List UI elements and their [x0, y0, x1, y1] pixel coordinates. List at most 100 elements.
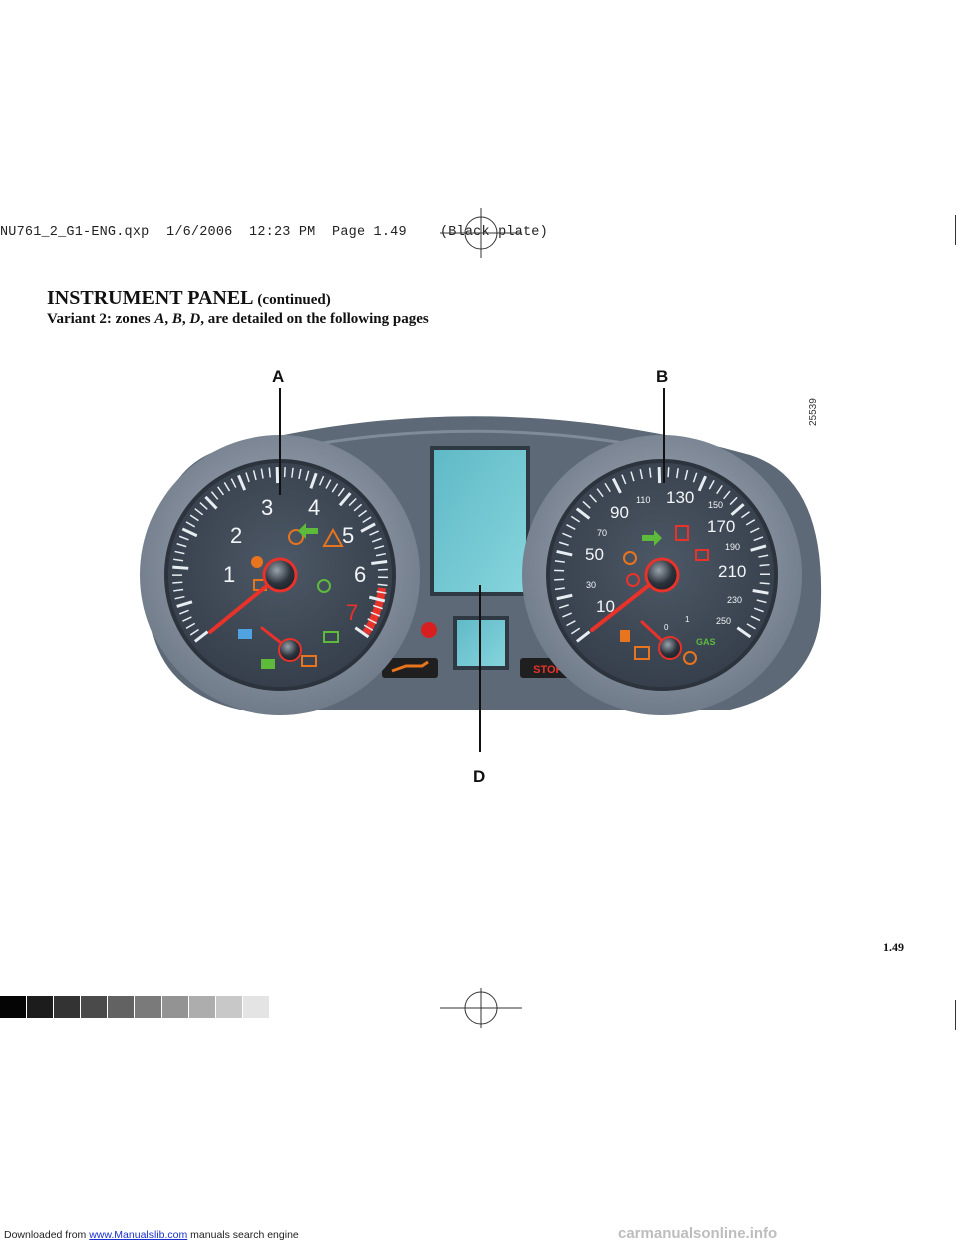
speed-50: 50: [585, 545, 604, 564]
speed-230: 230: [727, 595, 742, 605]
redline-zone: [362, 587, 386, 636]
speed-10: 10: [596, 597, 615, 616]
dial-tick: [368, 595, 386, 603]
speed-170: 170: [707, 517, 735, 536]
tach-number-6: 6: [354, 562, 366, 587]
dial-tick: [741, 511, 750, 519]
figure-reference-number: 25539: [808, 398, 819, 426]
dial-tick: [298, 468, 302, 479]
dial-tick: [692, 472, 698, 483]
dial-tick: [630, 471, 635, 482]
download-footer: Downloaded from www.Manualslib.com manua…: [4, 1229, 299, 1241]
dial-tick: [260, 468, 264, 479]
dial-tick: [182, 616, 192, 622]
dial-tick: [697, 475, 707, 492]
speed-150: 150: [708, 500, 723, 510]
dial-tick: [372, 604, 383, 610]
swatch: [108, 996, 134, 1018]
dial-tick: [217, 486, 225, 496]
callout-d: D: [473, 767, 485, 786]
dial-tick: [367, 618, 377, 624]
dial-tick: [562, 612, 572, 618]
dial-tick: [745, 519, 756, 526]
swatch: [135, 996, 161, 1018]
dial-tick: [194, 508, 204, 516]
dial-tick: [173, 588, 184, 592]
dial-tick: [369, 530, 379, 536]
dial-tick: [566, 524, 576, 530]
dipped-beam-icon: [261, 659, 275, 669]
fuel-mark-full: 1: [685, 615, 690, 624]
dial-tick: [176, 543, 187, 548]
dial-tick: [173, 558, 184, 562]
dial-tick: [611, 477, 622, 494]
dial-tick: [338, 492, 352, 507]
dial-tick: [362, 516, 372, 524]
dial-tick: [753, 536, 764, 542]
dial-tick: [185, 622, 196, 629]
dial-tick: [325, 479, 332, 489]
dial-tick: [554, 560, 565, 563]
tach-number-2: 2: [230, 523, 242, 548]
main-beam-icon: [238, 629, 252, 639]
dial-tick: [558, 541, 569, 546]
dial-tick: [736, 626, 752, 639]
dial-tick: [566, 620, 576, 627]
dial-tick: [230, 478, 237, 488]
front-fog-icon: [323, 631, 339, 643]
dial-tick: [181, 527, 198, 538]
dial-tick: [575, 507, 591, 520]
fuel-mark-empty: 0: [664, 623, 669, 632]
dial-tick: [353, 503, 363, 512]
dial-tick: [575, 630, 591, 643]
dial-tick: [331, 483, 339, 493]
manualslib-link[interactable]: www.Manualslib.com: [89, 1229, 188, 1241]
temp-hub: [278, 638, 302, 662]
speed-210: 210: [718, 562, 746, 581]
dial-tick: [178, 535, 189, 541]
dial-tick: [570, 627, 581, 635]
swatch: [27, 996, 53, 1018]
tachometer: 1 2 3 4 5 6 7: [140, 435, 420, 715]
tach-number-7: 7: [346, 600, 358, 625]
preheating-icon: [623, 551, 637, 565]
dial-tick: [174, 595, 185, 600]
dial-tick: [358, 509, 368, 518]
dial-tick: [305, 470, 310, 481]
speed-130: 130: [666, 488, 694, 507]
speed-190: 190: [725, 542, 740, 552]
dial-tick: [309, 472, 318, 489]
dial-tick: [210, 491, 219, 500]
dial-tick: [245, 472, 250, 483]
dial-tick: [268, 467, 271, 478]
dial-tick: [376, 590, 387, 594]
warning-light-red: [421, 622, 437, 638]
swatch: [54, 996, 80, 1018]
fuel-hub: [658, 636, 682, 660]
dial-tick: [374, 545, 385, 550]
hazard-warning-icon: [322, 527, 344, 547]
swatch: [189, 996, 215, 1018]
callout-a: A: [272, 367, 284, 386]
dial-tick: [708, 480, 715, 490]
dial-tick: [756, 599, 767, 604]
dial-tick: [199, 502, 208, 510]
dial-tick: [204, 495, 218, 510]
dial-tick: [639, 469, 643, 480]
dial-tick: [723, 490, 731, 500]
dial-tick: [554, 587, 565, 591]
particle-filter-icon: [634, 646, 650, 660]
gas-tank-icon: [683, 651, 697, 665]
speed-110: 110: [636, 495, 650, 505]
dial-tick: [604, 482, 611, 493]
dial-tick: [716, 484, 723, 495]
battery-icon: [695, 549, 709, 561]
dial-tick: [354, 626, 370, 639]
dial-tick: [370, 611, 381, 617]
dial-tick: [174, 550, 185, 555]
registration-mark-top: [440, 208, 522, 258]
airbag-icon: [251, 556, 263, 568]
speed-30: 30: [586, 580, 596, 590]
gas-label: GAS: [696, 637, 716, 647]
trim-mark-right: [955, 215, 956, 245]
